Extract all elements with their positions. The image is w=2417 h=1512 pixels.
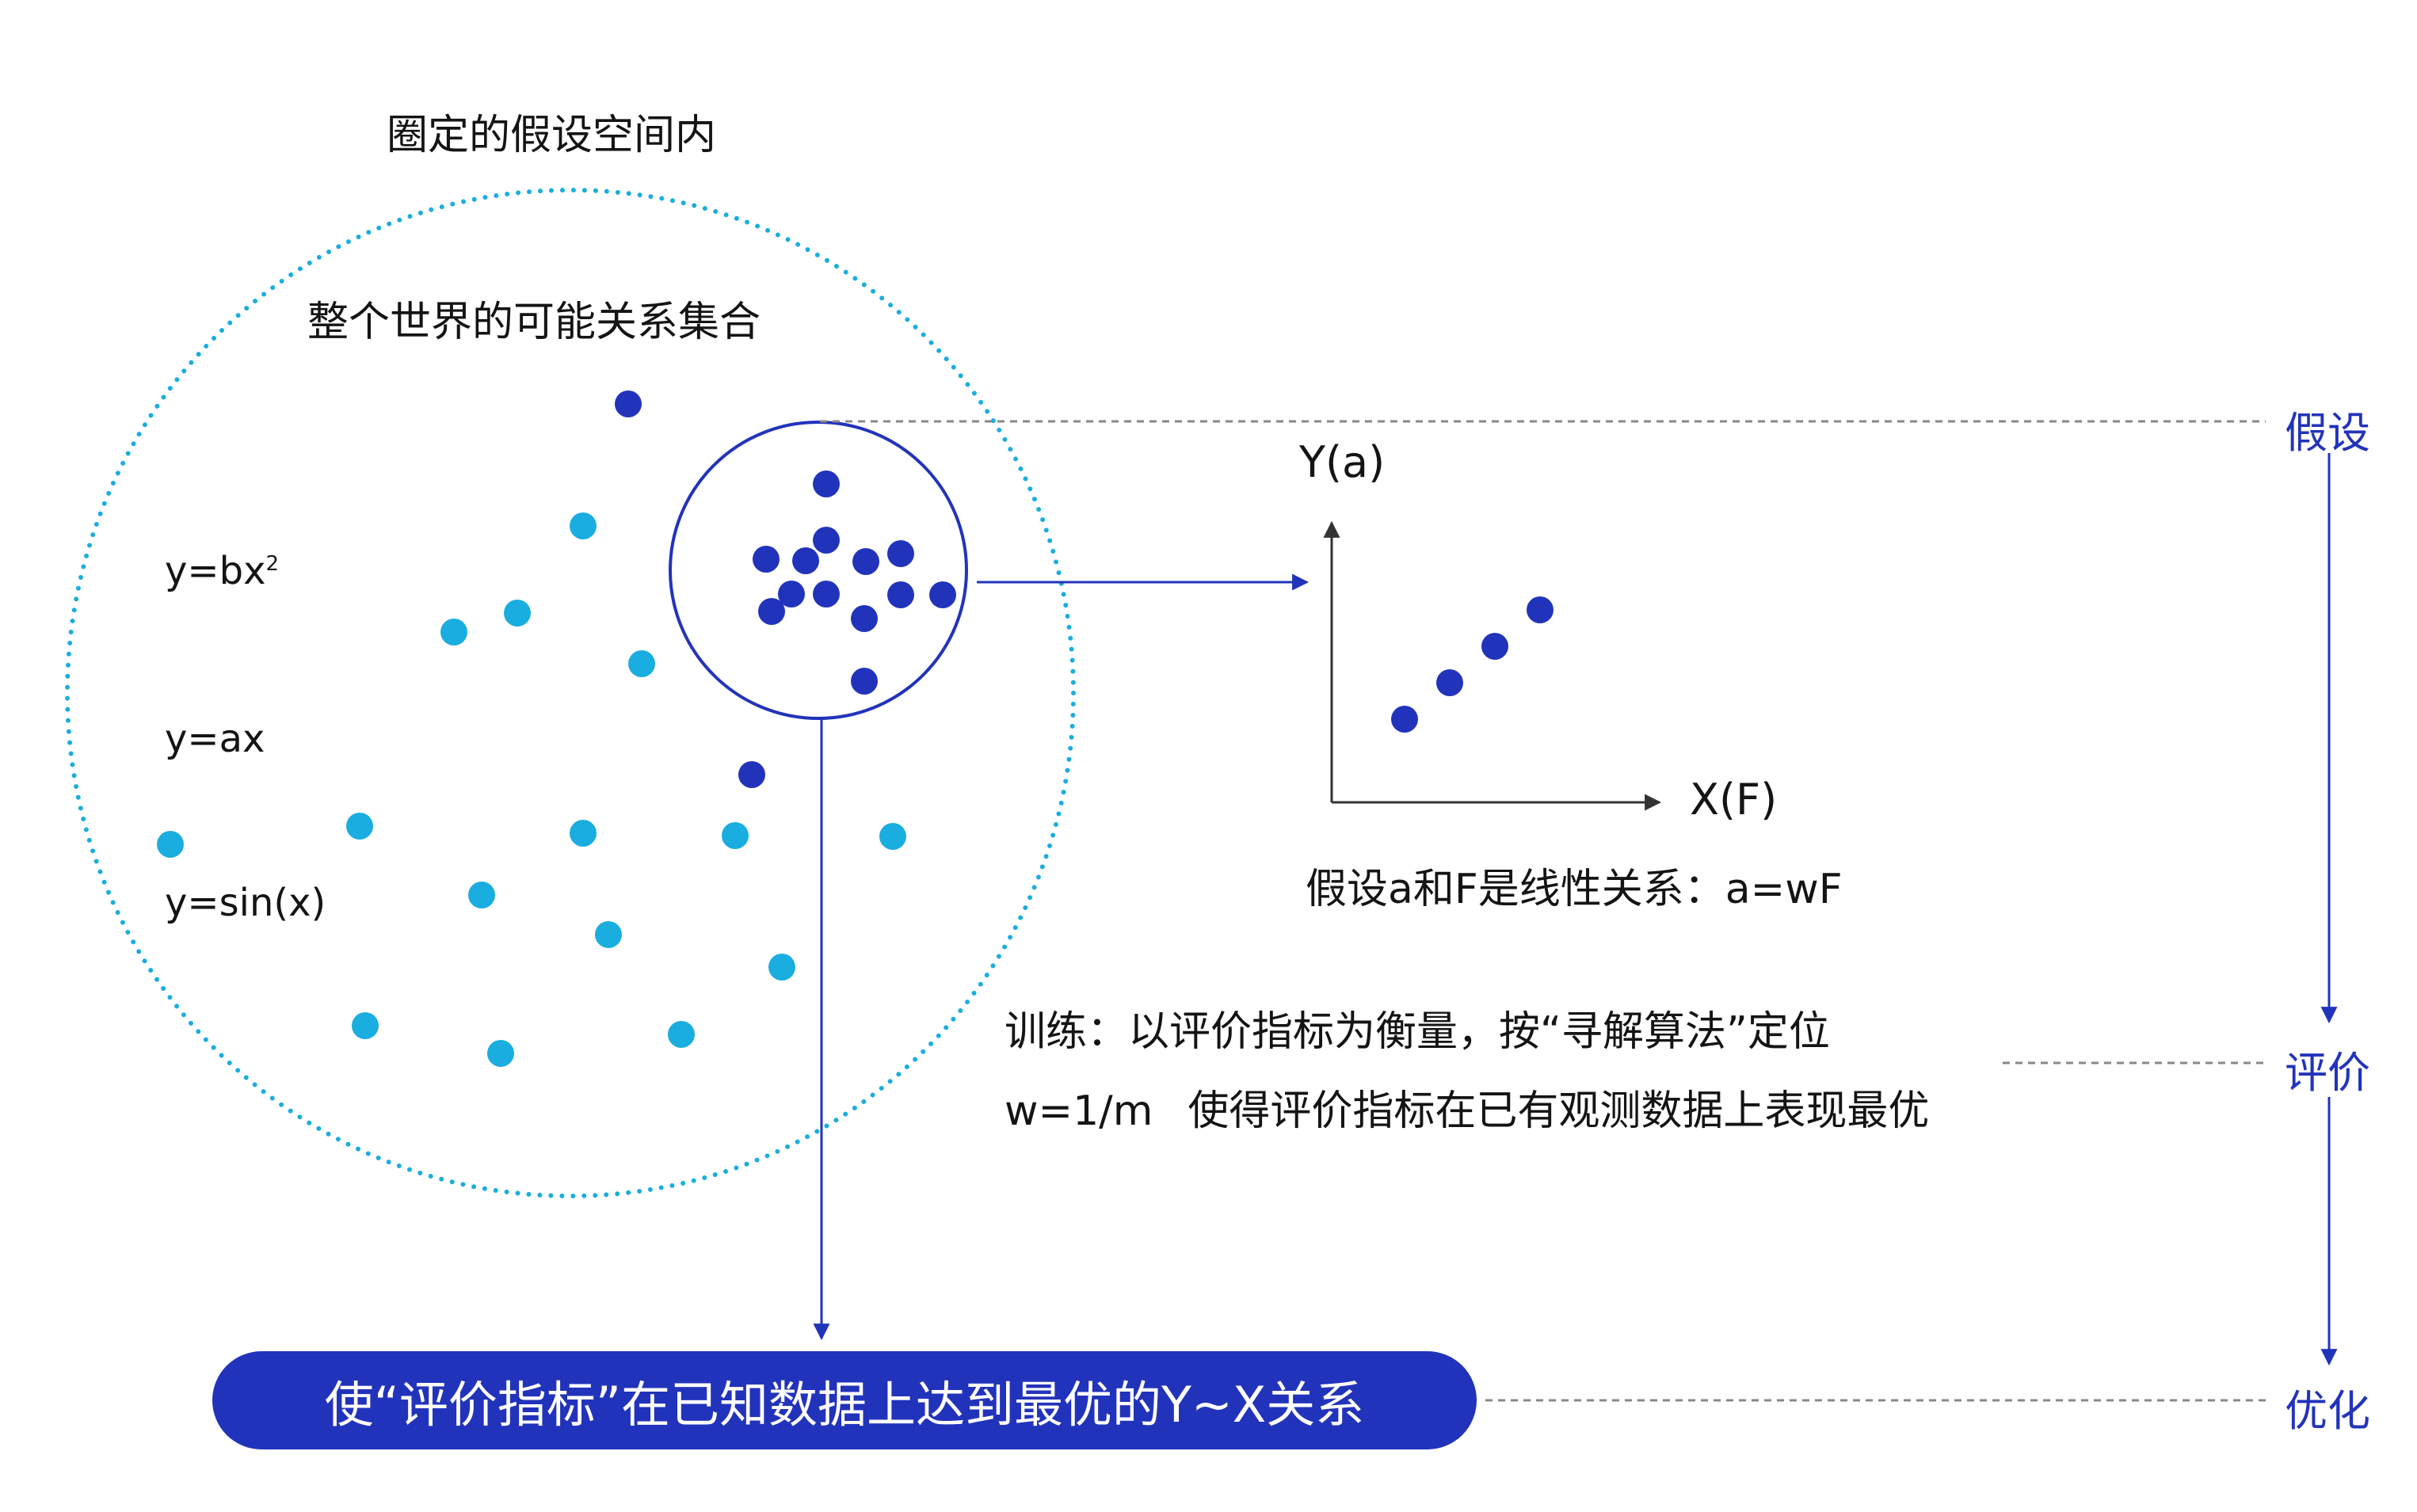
- hypothesis-dot: [929, 581, 956, 608]
- relation-dot: [628, 650, 655, 677]
- hypothesis-dot: [852, 548, 879, 575]
- training-goal-text: 使得评价指标在已有观测数据上表现最优: [1188, 1087, 1930, 1135]
- relation-dot: [487, 1040, 514, 1067]
- hypothesis-dots: [753, 470, 956, 695]
- result-pill: 使“评价指标”在已知数据上达到最优的Y~X关系: [212, 1351, 1477, 1449]
- relation-dot: [440, 619, 467, 646]
- training-line-2: w=1/m 使得评价指标在已有观测数据上表现最优: [1005, 1077, 1929, 1137]
- relation-dot: [346, 813, 373, 840]
- relation-dot: [468, 882, 495, 908]
- hypothesis-dot: [778, 581, 805, 607]
- plot-point: [1391, 706, 1418, 733]
- hypothesis-dot: [792, 547, 819, 574]
- training-line-1: 训练：以评价指标为衡量，按“寻解算法”定位: [1005, 1008, 1830, 1056]
- other-relations-dots: [157, 512, 906, 1067]
- training-w-value: w=1/m: [1005, 1087, 1153, 1135]
- relation-dot: [668, 1021, 695, 1048]
- hypothesis-dot: [851, 605, 878, 632]
- relation-dot: [570, 820, 597, 847]
- relation-dot: [722, 822, 749, 849]
- function-sine: y=sin(x): [165, 881, 326, 925]
- relation-dot: [879, 823, 906, 850]
- relation-dot: [595, 921, 622, 948]
- hypothesis-dot: [813, 470, 840, 497]
- stage-hypothesis: 假设: [2285, 408, 2370, 458]
- hypothesis-dot: [738, 761, 765, 788]
- stage-optimization: 优化: [2285, 1386, 2370, 1436]
- hypothesis-dot: [851, 668, 878, 695]
- world-label: 整个世界的可能关系集合: [307, 299, 761, 346]
- hypothesis-dot: [753, 546, 780, 573]
- hypothesis-dot: [813, 581, 840, 607]
- hypothesis-circle: [669, 421, 968, 720]
- plot-points: [1391, 596, 1554, 733]
- hypothesis-dot: [758, 598, 785, 625]
- plot-point: [1481, 633, 1508, 660]
- relation-dot: [352, 1012, 379, 1039]
- hypothesis-dot: [615, 390, 642, 417]
- hypothesis-space-label: 圈定的假设空间内: [387, 112, 717, 159]
- stage-evaluation: 评价: [2285, 1048, 2370, 1098]
- world-circle: [65, 188, 1076, 1198]
- function-quadratic-base: y=bx: [165, 549, 266, 593]
- plot-point: [1436, 669, 1463, 696]
- function-quadratic-exponent: 2: [265, 552, 280, 576]
- relation-dot: [504, 600, 531, 627]
- plot-caption: 假设a和F是线性关系：a=wF: [1306, 866, 1843, 913]
- plot-y-label: Y(a): [1299, 437, 1386, 487]
- relation-dot: [157, 831, 184, 858]
- function-linear: y=ax: [165, 717, 265, 761]
- function-quadratic: y=bx2: [165, 549, 279, 593]
- hypothesis-dot: [887, 540, 914, 567]
- plot-point: [1527, 596, 1554, 623]
- relation-dot: [768, 954, 795, 981]
- plot-x-label: X(F): [1690, 775, 1778, 825]
- relation-dot: [570, 512, 597, 539]
- hypothesis-dot: [887, 581, 914, 608]
- hypothesis-dot: [813, 527, 840, 554]
